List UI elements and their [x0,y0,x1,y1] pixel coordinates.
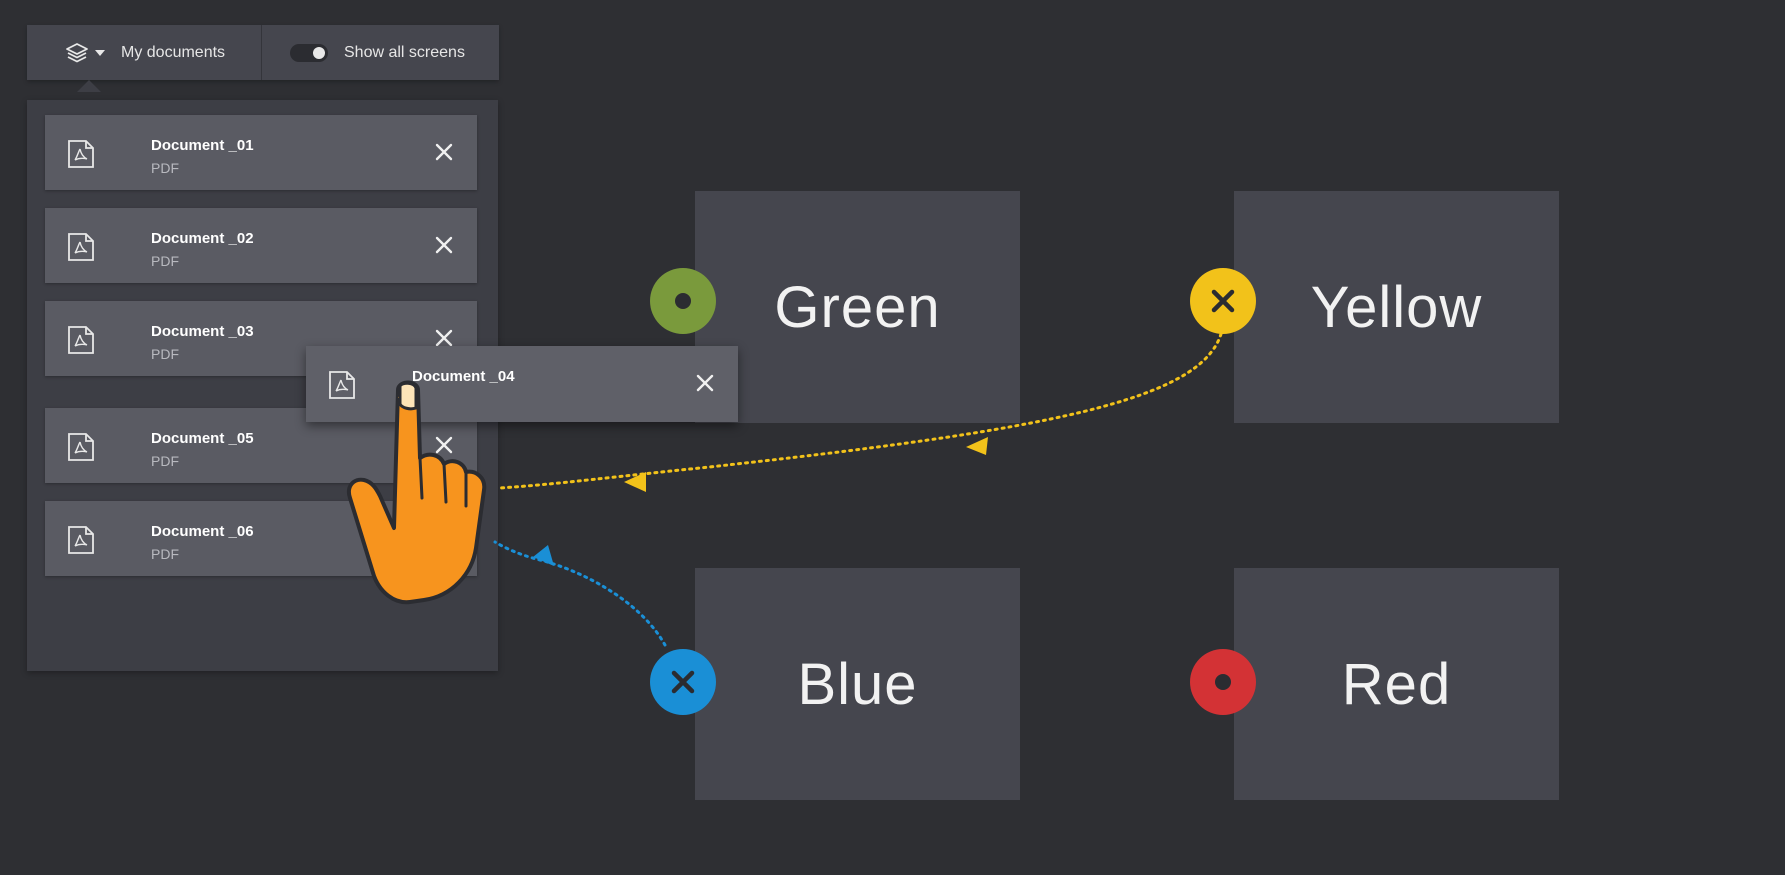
layers-icon [66,42,88,62]
pdf-file-icon [68,233,94,261]
connected-icon [1215,674,1231,690]
document-type: PDF [151,546,179,562]
hand-pointer-icon [347,380,487,605]
screen-label: Red [1341,651,1452,717]
screen-green[interactable]: Green [695,191,1020,423]
dropdown-pointer [77,80,101,92]
document-type: PDF [151,346,179,362]
screen-yellow[interactable]: Yellow [1234,191,1559,423]
green-status-dot[interactable] [650,268,716,334]
close-icon [671,670,695,694]
document-type: PDF [151,253,179,269]
document-item[interactable]: Document _02 PDF [45,208,477,283]
close-icon[interactable] [433,141,455,163]
toggle-knob [313,46,325,59]
chevron-down-icon [95,49,105,56]
yellow-status-dot[interactable] [1190,268,1256,334]
dragged-document[interactable]: Document _04 [306,346,738,422]
screen-label: Green [774,274,941,340]
pdf-file-icon [68,140,94,168]
document-name: Document _04 [412,368,515,385]
close-icon[interactable] [433,327,455,349]
screen-blue[interactable]: Blue [695,568,1020,800]
screen-label: Blue [797,651,918,717]
toolbar: My documents Show all screens [27,25,499,80]
close-icon[interactable] [694,372,716,394]
show-all-screens-toggle[interactable] [290,43,328,62]
arrow-icon [533,545,554,566]
document-name: Document _05 [151,430,254,447]
pdf-file-icon [68,326,94,354]
blue-connection-line [493,540,667,647]
document-name: Document _02 [151,230,254,247]
document-name: Document _03 [151,323,254,340]
close-icon[interactable] [433,234,455,256]
document-name: Document _01 [151,137,254,154]
pdf-file-icon [329,371,355,399]
connected-icon [675,293,691,309]
document-type: PDF [151,453,179,469]
pdf-file-icon [68,433,94,461]
my-documents-label: My documents [121,43,226,61]
show-all-screens-toggle-group[interactable]: Show all screens [262,25,499,80]
document-item[interactable]: Document _01 PDF [45,115,477,190]
arrow-icon [624,472,646,492]
blue-status-dot[interactable] [650,649,716,715]
document-type: PDF [151,160,179,176]
arrow-icon [966,437,988,455]
red-status-dot[interactable] [1190,649,1256,715]
document-name: Document _06 [151,523,254,540]
pdf-file-icon [68,526,94,554]
screen-red[interactable]: Red [1234,568,1559,800]
my-documents-menu[interactable]: My documents [27,25,262,80]
close-icon [1211,289,1235,313]
show-all-screens-label: Show all screens [344,43,465,61]
screen-label: Yellow [1310,274,1483,340]
close-icon[interactable] [433,434,455,456]
